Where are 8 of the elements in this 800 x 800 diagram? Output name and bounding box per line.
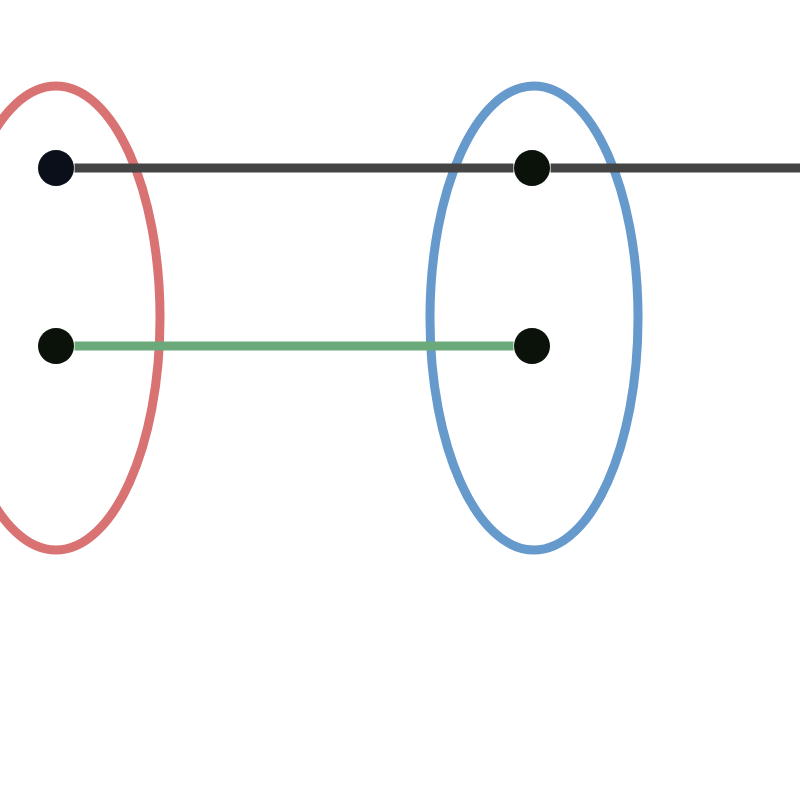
dot	[38, 150, 74, 186]
line	[74, 163, 514, 173]
dot	[38, 328, 74, 364]
line	[74, 341, 514, 351]
dot	[514, 328, 550, 364]
ellipse	[425, 81, 643, 555]
line	[550, 163, 800, 173]
dot	[514, 150, 550, 186]
